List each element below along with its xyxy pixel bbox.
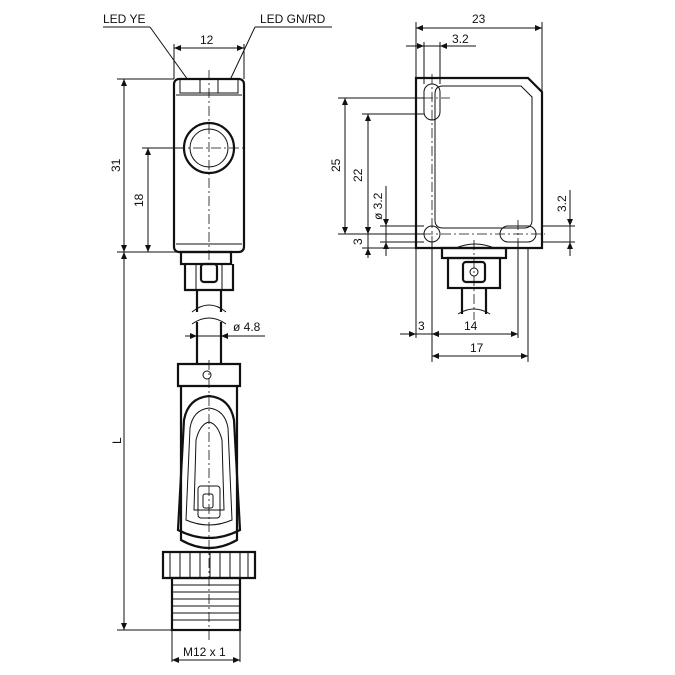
leader-led-ye: [149, 26, 189, 81]
dim-3-bottom: 3: [418, 319, 425, 333]
connector-collar: [176, 362, 242, 388]
front-panel: [434, 85, 533, 229]
dim-22: 22: [351, 168, 365, 182]
dim-12: 12: [200, 33, 214, 47]
cable-gland: [179, 250, 233, 266]
cable-break-top: [191, 304, 227, 313]
dim-L: L: [110, 437, 124, 444]
thread-lines: [172, 584, 240, 621]
m12-thread: [170, 576, 242, 632]
dim-hole-diameter: ø 3.2: [371, 192, 385, 220]
led-gnrd-window: [217, 78, 239, 94]
dim-31: 31: [109, 158, 123, 172]
knurl-ridges: [169, 552, 249, 578]
sensor-side-view: LED YE LED GN/RD 12 31 18 L ø 4.8: [103, 12, 332, 663]
dim-32-right: 3.2: [555, 195, 569, 212]
front-housing: [414, 76, 544, 250]
dim-23: 23: [472, 12, 486, 26]
dim-3-left: 3: [351, 238, 365, 245]
led-ye-window: [179, 78, 201, 94]
dim-17: 17: [470, 341, 484, 355]
dim-cable-diameter: ø 4.8: [233, 320, 261, 334]
dim-18: 18: [132, 193, 146, 207]
connector-grip: [176, 394, 242, 540]
knurled-nut: [161, 550, 257, 580]
leader-led-gnrd: [229, 26, 256, 81]
sensor-front-view: 23 3.2 25 22 ø 3.2 3 3.2: [329, 12, 575, 362]
dim-25: 25: [329, 158, 343, 172]
label-led-gnrd: LED GN/RD: [260, 12, 326, 26]
cable-break-bottom: [191, 317, 227, 325]
dim-thread: M12 x 1: [183, 645, 226, 659]
dim-32-top: 3.2: [452, 32, 469, 46]
label-led-ye: LED YE: [103, 12, 145, 26]
dim-14: 14: [464, 319, 478, 333]
